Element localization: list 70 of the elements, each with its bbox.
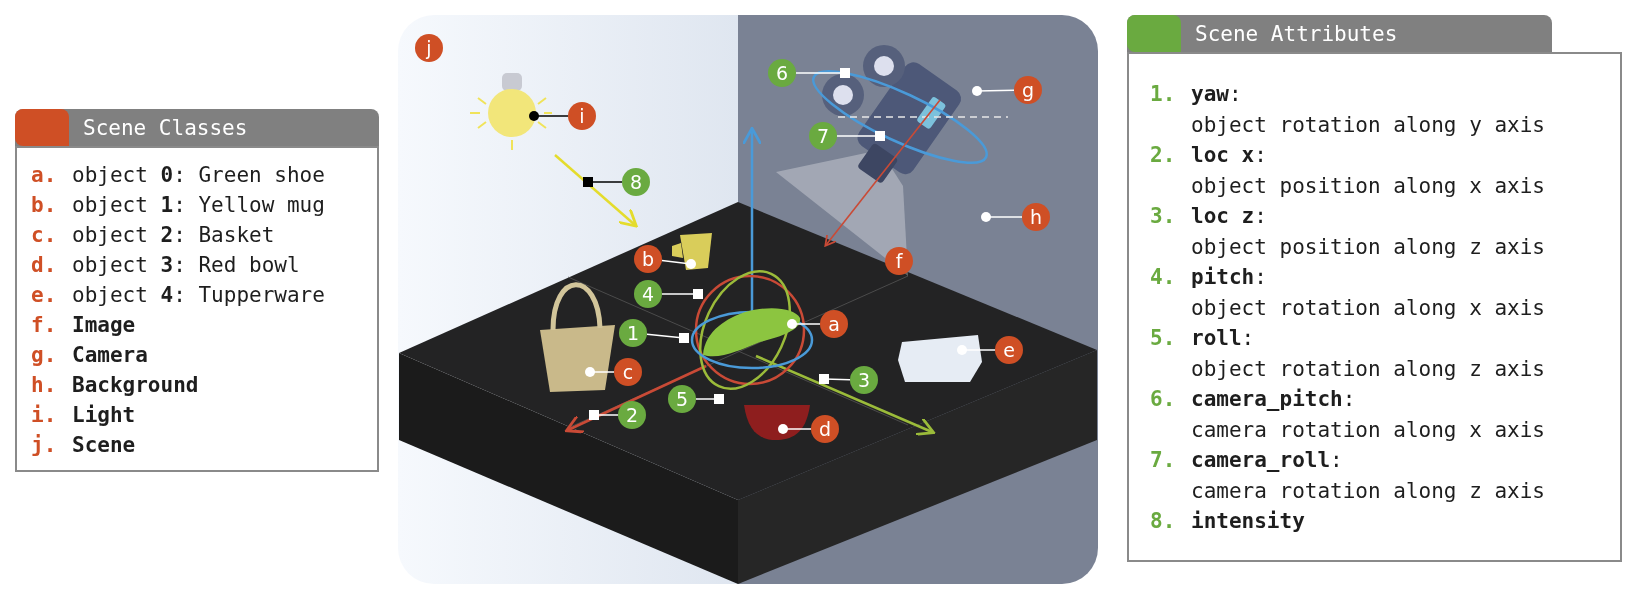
list-marker: g. [31,342,58,369]
scene-illustration [398,15,1098,584]
item-text: loc x: [1191,142,1268,169]
item-text: Scene [72,432,136,459]
item-text: object 4: Tupperware [72,282,325,309]
panel-title: Scene Classes [83,115,248,140]
leader-line [585,367,615,377]
leader-line [661,259,696,269]
list-marker: 7. [1150,447,1177,474]
list-marker: f. [31,312,58,339]
item-text: object 3: Red bowl [72,252,300,279]
callout-letter: j [415,34,443,62]
list-marker: 5. [1150,325,1177,352]
leader-line [583,177,623,187]
leader-line [957,345,996,355]
item-text: pitch: [1191,264,1268,291]
item-text: Light [72,402,136,429]
callout-letter: f [885,247,913,275]
callout-number: 8 [622,168,650,196]
item-description: object rotation along z axis [1191,355,1545,383]
list-marker: 8. [1150,508,1177,535]
item-text: loc z: [1191,203,1268,230]
panel-title: Scene Attributes [1195,21,1398,46]
item-text: yaw: [1191,81,1243,108]
leader-line [836,131,885,141]
item-text: Image [72,312,136,339]
item-text: roll: [1191,325,1256,352]
leader-line [795,68,850,78]
item-text: camera_roll: [1191,447,1344,474]
item-text: object 2: Basket [72,222,275,249]
item-text: object 1: Yellow mug [72,192,325,219]
list-marker: 3. [1150,203,1177,230]
leader-line [589,410,619,420]
item-description: camera rotation along x axis [1191,416,1545,444]
callout-number: 6 [768,59,796,87]
item-text: Camera [72,342,148,369]
list-marker: 4. [1150,264,1177,291]
leader-line [646,333,689,343]
list-marker: d. [31,252,58,279]
item-description: camera rotation along z axis [1191,477,1545,505]
list-marker: e. [31,282,58,309]
item-text: Background [72,372,199,399]
list-marker: 1. [1150,81,1177,108]
callout-letter: h [1022,203,1050,231]
leader-line [695,394,724,404]
leader-line [819,374,851,384]
item-text: camera_pitch: [1191,386,1357,413]
item-description: object position along z axis [1191,233,1545,261]
item-text: object 0: Green shoe [72,162,325,189]
leader-line [778,424,812,434]
list-marker: 2. [1150,142,1177,169]
list-marker: b. [31,192,58,219]
callout-letter: i [568,102,596,130]
list-marker: 6. [1150,386,1177,413]
callout-number: 7 [809,122,837,150]
leader-line [661,289,703,299]
leader-line [981,212,1023,222]
list-marker: c. [31,222,58,249]
item-description: object rotation along x axis [1191,294,1545,322]
leader-line [972,86,1015,96]
list-marker: h. [31,372,58,399]
list-marker: i. [31,402,58,429]
list-marker: a. [31,162,58,189]
callout-letter: g [1014,76,1042,104]
item-description: object position along x axis [1191,172,1545,200]
leader-line [529,111,569,121]
item-text: intensity [1191,508,1305,535]
item-description: object rotation along y axis [1191,111,1545,139]
list-marker: j. [31,432,58,459]
leader-line [787,319,821,329]
